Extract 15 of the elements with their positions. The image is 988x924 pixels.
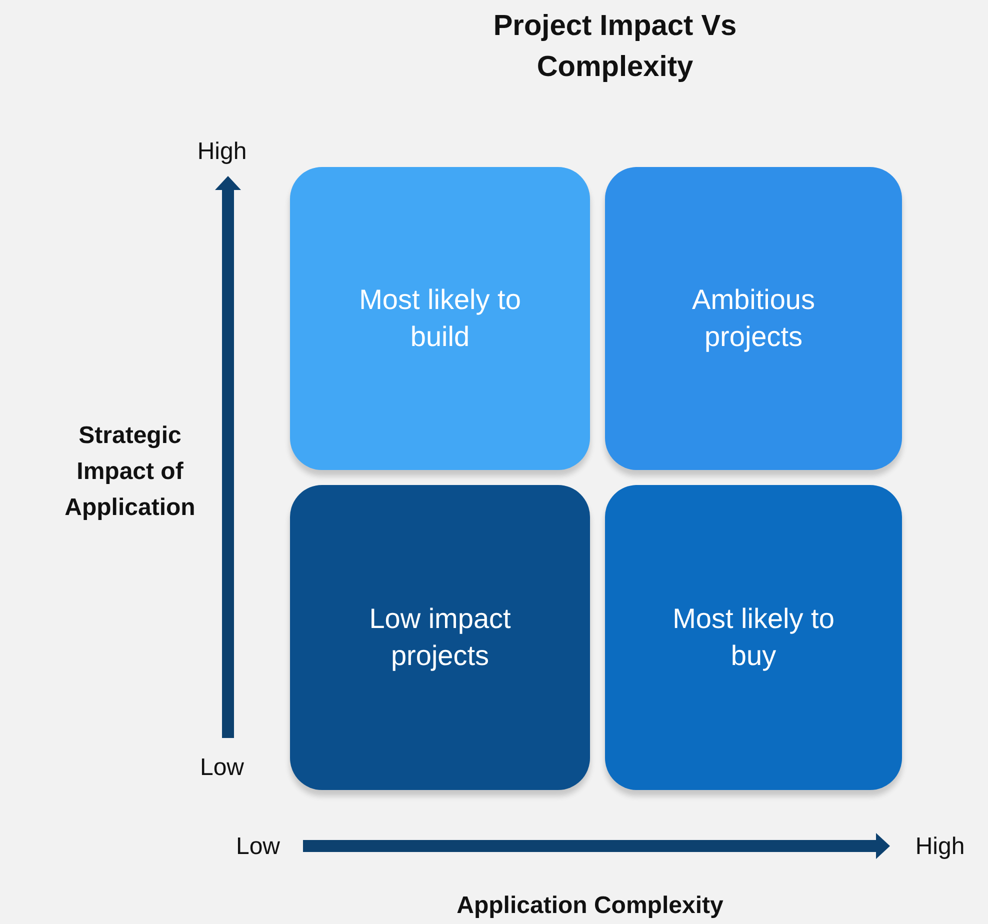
quadrant-box bbox=[290, 485, 590, 790]
quadrant-box bbox=[290, 167, 590, 470]
quadrant-label: Low impact projects bbox=[368, 602, 512, 673]
axis-title: Strategic Impact of Application bbox=[64, 421, 196, 523]
axis-end-label: Low bbox=[198, 753, 246, 783]
quadrant-box bbox=[605, 167, 902, 470]
quadrant-label: Most likely to buy bbox=[672, 602, 836, 673]
quadrant-label: Most likely to build bbox=[358, 283, 522, 354]
quadrant-label: Ambitious projects bbox=[691, 283, 816, 354]
axis-title: Application Complexity bbox=[456, 891, 724, 921]
chart-title: Project Impact Vs Complexity bbox=[492, 9, 738, 85]
quadrant-box bbox=[605, 485, 902, 790]
axis-end-label: Low bbox=[234, 832, 282, 862]
axis-end-label: High bbox=[196, 137, 248, 167]
axis-end-label: High bbox=[914, 832, 966, 862]
